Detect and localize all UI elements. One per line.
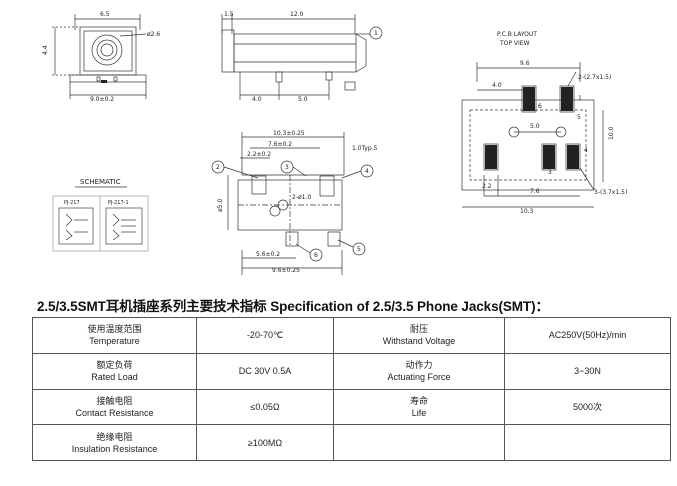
technical-drawing: 6.5 ø2.6 4.4 9.0±0.2 1.5 12.0 4.0 5.0 1 … [42, 11, 627, 275]
schematic-label-b: PJ-217-1 [108, 200, 129, 206]
top-dim-76: 7.6±0.2 [268, 141, 292, 148]
top-view [211, 132, 374, 275]
side-dim-top: 12.0 [290, 11, 304, 18]
schematic [52, 186, 149, 252]
front-dim-left: 4.4 [42, 45, 49, 55]
spec-value-actuating-force: 3~30N [504, 352, 671, 390]
pcb-dim-pad1: 2-(2.7x1.5) [578, 74, 611, 81]
top-dim-21: 2-ø1.0 [292, 194, 311, 201]
side-dim-top-left: 1.5 [224, 11, 234, 18]
callout-3: 3 [285, 164, 289, 171]
callout-5: 5 [357, 246, 361, 253]
side-view [221, 14, 383, 100]
callout-1: 1 [374, 30, 378, 37]
spec-heading: 2.5/3.5SMT耳机插座系列主要技术指标 Specification of … [37, 299, 549, 314]
spec-value-withstand-voltage: AC250V(50Hz)/min [504, 317, 671, 354]
front-dim-hole: ø2.6 [147, 31, 160, 38]
pcb-pin-1: 1 [578, 95, 582, 102]
spec-value-insulation-resistance: ≥100MΩ [196, 424, 334, 461]
pcb-dim-100: 10.0 [608, 126, 615, 140]
schematic-title: SCHEMATIC [80, 178, 121, 186]
callout-6: 6 [314, 252, 318, 259]
pcb-dim-22: 2.2 [482, 183, 492, 190]
front-view [52, 14, 147, 99]
schematic-label-a: PJ-217 [64, 200, 80, 206]
spec-value-life: 5000次 [504, 388, 671, 426]
front-dim-top: 6.5 [100, 11, 110, 18]
top-dim-103: 10.3±0.25 [273, 130, 305, 137]
pcb-pin-6: 6 [538, 103, 542, 110]
side-dim-a: 4.0 [252, 96, 262, 103]
pcb-title: P.C.B LAYOUT [497, 31, 537, 38]
spec-value-rated-load: DC 30V 0.5A [196, 352, 334, 390]
pcb-dim-40: 4.0 [492, 82, 502, 89]
spec-empty-value [504, 424, 671, 461]
top-dim-50: ø5.0 [217, 199, 224, 212]
callout-4: 4 [365, 168, 369, 175]
pcb-pin-3: 3 [548, 169, 552, 176]
top-dim-96: 9.6±0.25 [272, 267, 300, 274]
side-dim-b: 5.0 [298, 96, 308, 103]
pcb-dim-76: 7.6 [530, 188, 540, 195]
pcb-dim-103: 10.3 [520, 208, 534, 215]
callout-2: 2 [216, 164, 220, 171]
front-dim-bottom: 9.0±0.2 [90, 96, 114, 103]
pcb-pin-2: 2 [486, 147, 490, 154]
pcb-subtitle: TOP VIEW [499, 40, 530, 47]
pcb-layout [461, 62, 604, 208]
top-dim-10: 1.0Typ.5 [352, 145, 378, 152]
top-dim-56: 5.6±0.2 [256, 251, 280, 258]
pcb-pin-4: 4 [584, 147, 588, 154]
pcb-pin-5: 5 [577, 114, 581, 121]
pcb-dim-50: 5.0 [530, 123, 540, 130]
spec-empty-name [333, 424, 505, 461]
spec-value-contact-resistance: ≤0.05Ω [196, 388, 334, 426]
spec-value-temperature: -20-70℃ [196, 317, 334, 354]
top-dim-22: 2.2±0.2 [247, 151, 271, 158]
pcb-dim-96: 9.6 [520, 60, 530, 67]
pcb-dim-pad2: 3-(3.7x1.5) [594, 189, 627, 196]
